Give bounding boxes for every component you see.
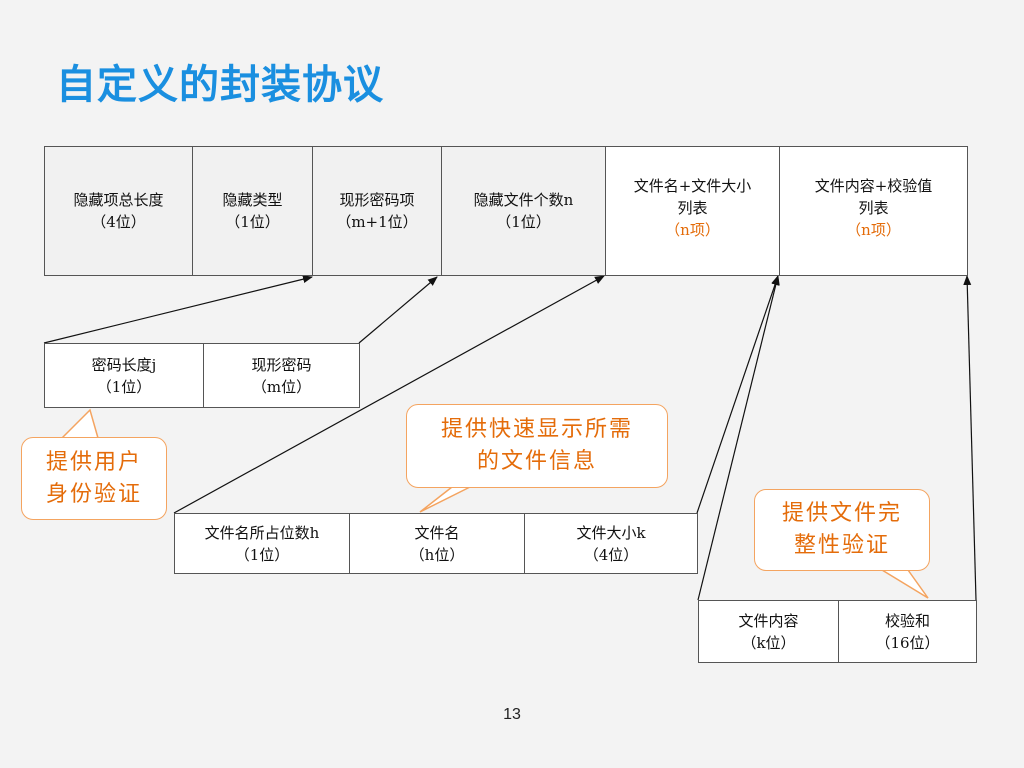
callout-display-info: 提供快速显示所需 的文件信息: [406, 404, 668, 488]
arrow-password-visible: [358, 276, 438, 344]
cell-visible-password-value: 现形密码 （m位）: [251, 355, 312, 396]
cell-content-checksum-list: 文件内容+校验值 列表 （n项）: [814, 177, 933, 239]
arrow-content-list: [697, 275, 780, 601]
password-table: 密码长度j （1位） 现形密码 （m位）: [44, 343, 360, 408]
callout-user-auth: 提供用户 身份验证: [21, 437, 167, 520]
cell-password-length: 密码长度j （1位）: [45, 344, 204, 407]
cell-file-size: 文件大小k （4位）: [576, 523, 646, 564]
cell-filename-bits: 文件名所占位数h （1位）: [175, 514, 350, 573]
cell-filename: 文件名 （h位）: [350, 514, 525, 573]
cell-hidden-type: 隐藏类型 （1位）: [193, 147, 313, 275]
callout-tail-display: [419, 486, 471, 513]
cell-filename-size-list: 文件名+文件大小 列表 （n项）: [606, 147, 780, 275]
cell-checksum: 校验和 （16位）: [875, 611, 940, 652]
callout-tail-integrity: [881, 569, 929, 599]
arrow-content-list-right: [963, 275, 977, 601]
callout-integrity: 提供文件完 整性验证: [754, 489, 930, 571]
page-number: 13: [503, 706, 521, 723]
arrow-password-length: [43, 275, 313, 344]
cell-file-content: 文件内容 （k位）: [699, 601, 839, 662]
content-table: 文件内容 （k位） 校验和 （16位）: [698, 600, 977, 663]
cell-visible-password: 现形密码项 （m+1位）: [313, 147, 442, 275]
cell-hidden-file-count: 隐藏文件个数n （1位）: [442, 147, 606, 275]
filename-table: 文件名所占位数h （1位） 文件名 （h位） 文件大小k （4位）: [174, 513, 698, 574]
arrow-filename-list-right: [696, 275, 779, 514]
callout-tail-auth: [61, 408, 99, 439]
protocol-table: 隐藏项总长度 （4位） 隐藏类型 （1位） 现形密码项 （m+1位） 隐藏文件个…: [44, 146, 968, 276]
arrow-filename-list: [173, 275, 605, 514]
page-title: 自定义的封装协议: [56, 62, 384, 108]
cell-hidden-total-length: 隐藏项总长度 （4位）: [45, 147, 193, 275]
